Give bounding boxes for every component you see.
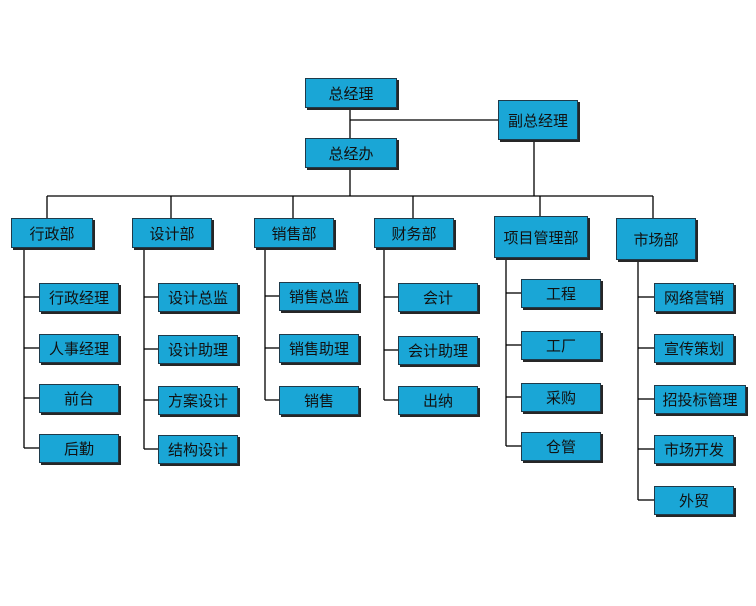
sub-node: 会计助理 [398, 336, 478, 365]
sub-node: 市场开发 [654, 435, 734, 464]
sub-node: 人事经理 [39, 334, 119, 363]
sub-node: 工程 [521, 279, 601, 308]
dept-design: 设计部 [132, 218, 212, 248]
sub-node: 前台 [39, 384, 119, 413]
node-general-office: 总经办 [305, 138, 397, 168]
sub-node: 设计助理 [158, 335, 238, 364]
sub-node: 宣传策划 [654, 334, 734, 363]
dept-finance: 财务部 [374, 218, 454, 248]
node-deputy-general-manager: 副总经理 [498, 100, 578, 140]
sub-node: 设计总监 [158, 283, 238, 312]
sub-node: 招投标管理 [654, 385, 746, 414]
sub-node: 工厂 [521, 331, 601, 360]
sub-node: 外贸 [654, 486, 734, 515]
sub-node: 行政经理 [39, 283, 119, 312]
sub-node: 方案设计 [158, 386, 238, 415]
sub-node: 采购 [521, 383, 601, 412]
dept-marketing: 市场部 [616, 218, 696, 260]
sub-node: 仓管 [521, 432, 601, 461]
dept-project-management: 项目管理部 [494, 216, 588, 258]
sub-node: 会计 [398, 283, 478, 312]
sub-node: 销售助理 [279, 334, 359, 363]
sub-node: 网络营销 [654, 283, 734, 312]
node-general-manager: 总经理 [305, 78, 397, 108]
sub-node: 后勤 [39, 434, 119, 463]
sub-node: 销售 [279, 386, 359, 415]
sub-node: 结构设计 [158, 435, 238, 464]
sub-node: 出纳 [398, 386, 478, 415]
dept-sales: 销售部 [254, 218, 334, 248]
dept-admin: 行政部 [11, 218, 93, 248]
sub-node: 销售总监 [279, 282, 359, 311]
